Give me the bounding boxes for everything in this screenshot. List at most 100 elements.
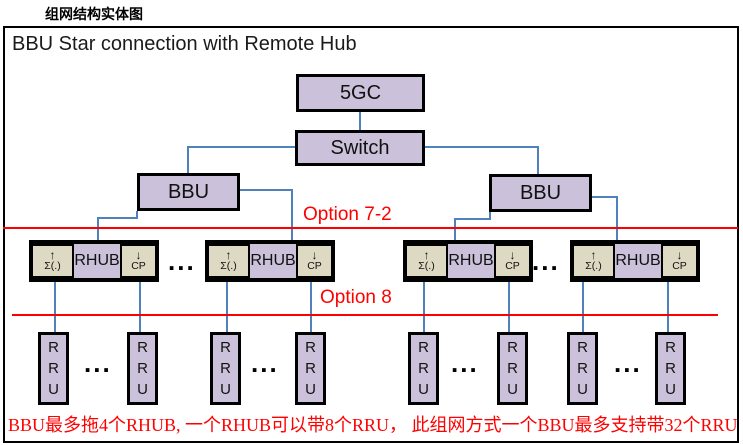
- rhub-group-2: ↑ Σ(.) RHUB ↓ CP: [205, 240, 335, 282]
- rru-letter: U: [418, 381, 429, 398]
- rru-letter: U: [305, 381, 316, 398]
- rru-letter: U: [507, 381, 518, 398]
- rru-letter: R: [220, 339, 231, 356]
- rru-letter: R: [418, 360, 429, 377]
- connector-switch-bbur-h: [425, 146, 539, 148]
- option-8-line: [12, 314, 718, 316]
- rhub2-downlink-port: ↓ CP: [298, 246, 331, 276]
- uplink-label: Σ(.): [418, 260, 435, 273]
- rhub3-uplink-port: ↑ Σ(.): [407, 246, 446, 276]
- rru-letter: U: [48, 381, 59, 398]
- ellipsis-rru-row-2: ...: [251, 348, 279, 378]
- rhub-group-4: ↑ Σ(.) RHUB ↓ CP: [570, 240, 700, 282]
- up-arrow-icon: ↑: [423, 248, 430, 263]
- ellipsis-rru-row-3: ...: [451, 348, 479, 378]
- option-7-2-label: Option 7-2: [303, 204, 392, 225]
- node-bbu-left: BBU: [137, 173, 240, 211]
- uplink-label: Σ(.): [44, 260, 61, 273]
- rru-letter: R: [137, 339, 148, 356]
- downlink-label: CP: [307, 260, 322, 273]
- connector-rhub1-rru1: [54, 281, 56, 332]
- connector-rhub3-rru6: [508, 281, 510, 332]
- connector-bbur-rhub4-v: [616, 196, 618, 241]
- connector-rhub2-rru4: [310, 281, 312, 332]
- up-arrow-icon: ↑: [49, 248, 56, 263]
- down-arrow-icon: ↓: [509, 248, 516, 263]
- downlink-label: CP: [131, 260, 146, 273]
- up-arrow-icon: ↑: [590, 248, 597, 263]
- rru-letter: R: [418, 339, 429, 356]
- rhub4-downlink-port: ↓ CP: [663, 246, 696, 276]
- rhub4-uplink-port: ↑ Σ(.): [574, 246, 613, 276]
- connector-bbul-rhub1-v: [97, 217, 99, 241]
- node-bbu-right: BBU: [489, 174, 592, 212]
- rru-letter: U: [220, 381, 231, 398]
- ellipsis-rru-row-4: ...: [614, 348, 642, 378]
- connector-switch-bbur-v: [537, 146, 539, 175]
- rru-letter: R: [507, 339, 518, 356]
- connector-rhub3-rru5: [423, 281, 425, 332]
- rru-letter: R: [305, 360, 316, 377]
- connector-bbur-rhub4-h: [592, 196, 618, 198]
- rru-letter: R: [665, 339, 676, 356]
- rhub1-uplink-port: ↑ Σ(.): [33, 246, 72, 276]
- connector-rhub2-rru3: [226, 281, 228, 332]
- down-arrow-icon: ↓: [311, 248, 318, 263]
- connector-bbul-rhub2-v: [291, 189, 293, 241]
- ellipsis-rhub-row-1: ...: [168, 246, 196, 276]
- uplink-label: Σ(.): [220, 260, 237, 273]
- rru-letter: R: [577, 360, 588, 377]
- connector-5gc-switch: [359, 112, 361, 131]
- rhub3-downlink-port: ↓ CP: [496, 246, 529, 276]
- rru-letter: R: [665, 360, 676, 377]
- rhub1-downlink-port: ↓ CP: [122, 246, 155, 276]
- node-5gc: 5GC: [296, 74, 425, 112]
- rhub-group-3: ↑ Σ(.) RHUB ↓ CP: [403, 240, 533, 282]
- node-switch: Switch: [295, 130, 425, 166]
- downlink-label: CP: [672, 260, 687, 273]
- connector-rhub4-rru7: [582, 281, 584, 332]
- ellipsis-rru-row-1: ...: [84, 348, 112, 378]
- rru-letter: U: [577, 381, 588, 398]
- connector-rhub1-rru2: [139, 281, 141, 332]
- connector-bbul-rhub1-stub: [136, 211, 138, 219]
- rhub-group-1: ↑ Σ(.) RHUB ↓ CP: [29, 240, 159, 282]
- down-arrow-icon: ↓: [676, 248, 683, 263]
- up-arrow-icon: ↑: [225, 248, 232, 263]
- connector-bbur-rhub3-stub: [489, 212, 491, 220]
- rru-letter: R: [305, 339, 316, 356]
- rru-letter: U: [665, 381, 676, 398]
- connector-switch-bbul-h: [187, 146, 296, 148]
- diagram-title: BBU Star connection with Remote Hub: [12, 33, 357, 55]
- uplink-label: Σ(.): [585, 260, 602, 273]
- rhub2-uplink-port: ↑ Σ(.): [209, 246, 248, 276]
- rhub3-hub: RHUB: [448, 244, 494, 278]
- option-7-2-line: [3, 227, 738, 229]
- rru-letter: R: [137, 360, 148, 377]
- page-title: 组网结构实体图: [45, 6, 143, 22]
- rhub2-hub: RHUB: [250, 244, 296, 278]
- connector-switch-bbul-v: [187, 146, 189, 174]
- down-arrow-icon: ↓: [135, 248, 142, 263]
- capacity-footnote: BBU最多拖4个RHUB, 一个RHUB可以带8个RRU， 此组网方式一个BBU…: [8, 415, 738, 435]
- ellipsis-rhub-row-2: ...: [532, 246, 560, 276]
- connector-bbur-rhub3-v: [454, 218, 456, 241]
- rhub1-hub: RHUB: [74, 244, 120, 278]
- rru-letter: R: [507, 360, 518, 377]
- connector-rhub4-rru8: [667, 281, 669, 332]
- rru-letter: R: [577, 339, 588, 356]
- rru-letter: U: [137, 381, 148, 398]
- connector-bbur-rhub3-h: [454, 218, 491, 220]
- rru-letter: R: [48, 339, 59, 356]
- downlink-label: CP: [505, 260, 520, 273]
- option-8-label: Option 8: [320, 287, 392, 308]
